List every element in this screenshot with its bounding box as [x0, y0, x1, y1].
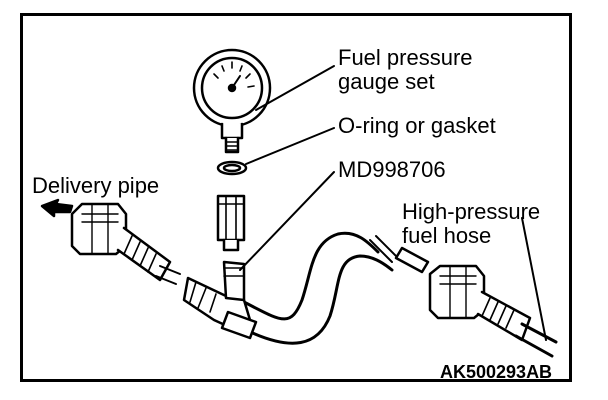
label-hose-line2: fuel hose — [402, 223, 491, 248]
label-adapter: MD998706 — [338, 157, 446, 182]
label-hose-line1: High-pressure — [402, 199, 540, 224]
label-gauge-line2: gauge set — [338, 69, 435, 94]
label-oring: O-ring or gasket — [338, 113, 496, 138]
leader-oring — [245, 127, 335, 165]
figure-code: AK500293AB — [440, 362, 552, 382]
tee-fitting — [182, 260, 258, 340]
o-ring-inner — [222, 163, 242, 173]
label-gauge-line1: Fuel pressure — [338, 45, 473, 70]
pressure-gauge — [192, 48, 272, 154]
leader-lines — [239, 65, 547, 341]
hose-connector — [428, 264, 558, 358]
leader-hose — [521, 217, 547, 341]
fuel-hose — [238, 231, 430, 345]
leader-adapter — [239, 171, 335, 271]
leader-gauge — [255, 65, 335, 111]
adapter-md998706 — [216, 194, 246, 252]
direction-arrow-icon — [40, 198, 74, 218]
diagram-frame — [20, 13, 572, 382]
label-delivery-pipe: Delivery pipe — [32, 173, 159, 198]
delivery-pipe-connector — [70, 202, 181, 285]
